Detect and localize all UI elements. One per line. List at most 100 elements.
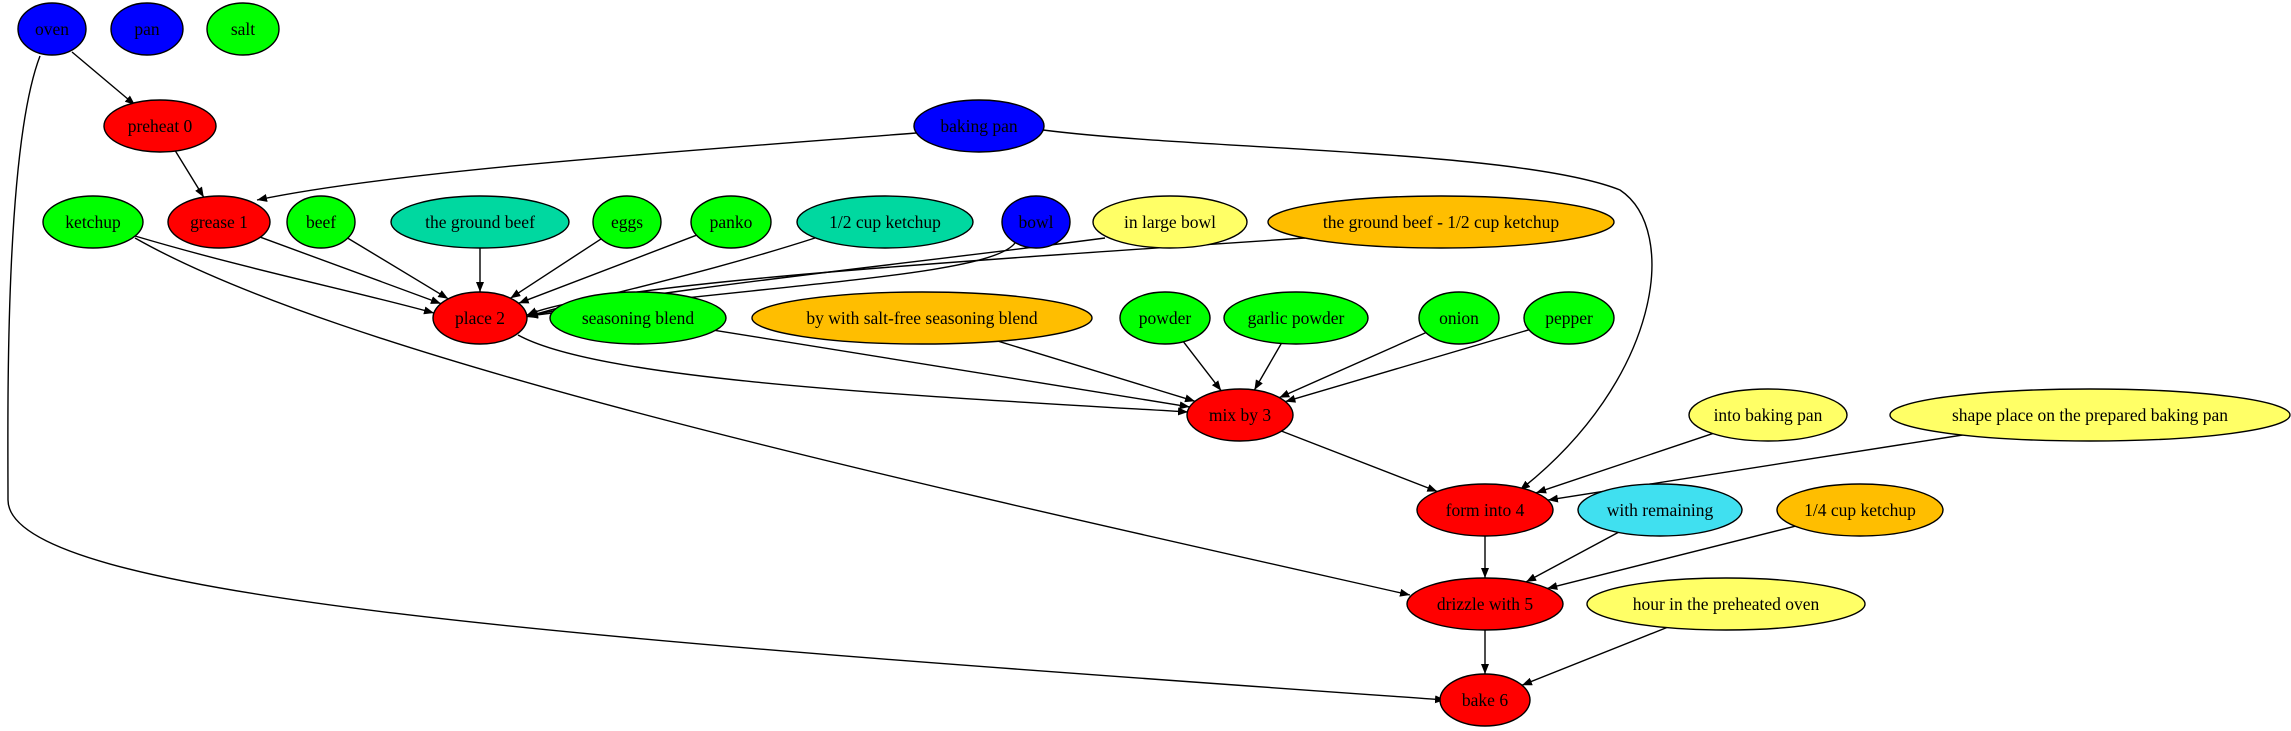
node-shape xyxy=(1418,291,1500,345)
node-bowl: bowl xyxy=(1001,195,1071,249)
edge-preheat0-to-grease1 xyxy=(174,150,205,198)
node-shape xyxy=(1523,291,1615,345)
node-saltfree: by with salt-free seasoning blend xyxy=(751,291,1093,345)
edge-panko-to-place2 xyxy=(518,234,697,304)
edge-grease1-to-place2 xyxy=(260,236,442,305)
node-shape xyxy=(690,195,772,249)
node-label: bowl xyxy=(1019,212,1054,232)
node-drizzlewith5: drizzle with 5 xyxy=(1406,577,1564,631)
node-quartercupketchup: 1/4 cup ketchup xyxy=(1776,483,1944,537)
node-shape xyxy=(1889,388,2291,442)
node-shape xyxy=(42,195,144,249)
node-label: shape place on the prepared baking pan xyxy=(1952,405,2228,425)
node-place2: place 2 xyxy=(432,291,528,345)
node-shape xyxy=(1406,577,1564,631)
edge-onion-to-mixby3 xyxy=(1279,331,1427,399)
node-label: the ground beef - 1/2 cup ketchup xyxy=(1323,212,1559,232)
edge-seasoningblend-to-mixby3 xyxy=(715,329,1190,410)
node-shape xyxy=(1776,483,1944,537)
node-ketchup: ketchup xyxy=(42,195,144,249)
node-label: drizzle with 5 xyxy=(1437,594,1533,614)
node-shape xyxy=(913,99,1045,153)
node-label: form into 4 xyxy=(1446,500,1525,520)
node-label: hour in the preheated oven xyxy=(1633,594,1820,614)
node-label: powder xyxy=(1139,308,1192,328)
node-label: with remaining xyxy=(1607,500,1714,520)
node-label: the ground beef xyxy=(425,212,535,232)
node-label: pepper xyxy=(1545,308,1593,328)
node-forminto4: form into 4 xyxy=(1416,483,1554,537)
node-label: into baking pan xyxy=(1714,405,1823,425)
node-groundbeefketchup: the ground beef - 1/2 cup ketchup xyxy=(1267,195,1615,249)
node-shapeplace: shape place on the prepared baking pan xyxy=(1889,388,2291,442)
edge-bakingpan-to-grease1 xyxy=(256,132,917,202)
node-oven: oven xyxy=(17,2,87,56)
node-inlargebowl: in large bowl xyxy=(1092,195,1248,249)
node-shape xyxy=(1586,577,1866,631)
node-mixby3: mix by 3 xyxy=(1186,388,1294,442)
node-shape xyxy=(549,291,727,345)
edge-mixby3-to-forminto4 xyxy=(1281,430,1438,493)
node-label: baking pan xyxy=(940,116,1018,136)
node-shape xyxy=(167,195,271,249)
nodes-layer: oven pan salt preheat 0 baking pan ketchup gre… xyxy=(17,2,2291,727)
node-label: 1/4 cup ketchup xyxy=(1804,500,1916,520)
node-halfcupketchup: 1/2 cup ketchup xyxy=(796,195,974,249)
node-label: oven xyxy=(35,19,69,39)
edge-hourinoven-to-bake6 xyxy=(1521,626,1668,686)
node-shape xyxy=(110,2,184,56)
node-panko: panko xyxy=(690,195,772,249)
node-groundbeef: the ground beef xyxy=(390,195,570,249)
node-shape xyxy=(592,195,662,249)
node-shape xyxy=(390,195,570,249)
node-label: by with salt-free seasoning blend xyxy=(806,308,1038,328)
node-label: salt xyxy=(231,19,255,39)
node-label: ketchup xyxy=(65,212,121,232)
node-label: in large bowl xyxy=(1124,212,1216,232)
node-onion: onion xyxy=(1418,291,1500,345)
node-label: onion xyxy=(1439,308,1479,328)
edge-quartercupketchup-to-drizzlewith5 xyxy=(1547,525,1796,590)
node-shape xyxy=(1416,483,1554,537)
node-shape xyxy=(206,2,280,56)
node-shape xyxy=(103,99,217,153)
node-shape xyxy=(1119,291,1211,345)
node-label: pan xyxy=(134,19,160,39)
node-seasoningblend: seasoning blend xyxy=(549,291,727,345)
node-shape xyxy=(1092,195,1248,249)
node-label: eggs xyxy=(611,212,643,232)
edge-oven-to-preheat0 xyxy=(71,51,136,106)
node-shape xyxy=(1001,195,1071,249)
node-shape xyxy=(1439,673,1531,727)
node-shape xyxy=(796,195,974,249)
edge-beef-to-place2 xyxy=(347,237,449,300)
edge-powder-to-mixby3 xyxy=(1182,341,1222,392)
node-bake6: bake 6 xyxy=(1439,673,1531,727)
node-label: mix by 3 xyxy=(1209,405,1271,425)
node-preheat0: preheat 0 xyxy=(103,99,217,153)
node-grease1: grease 1 xyxy=(167,195,271,249)
edge-ketchup-to-place2 xyxy=(134,235,435,315)
edge-withremaining-to-drizzlewith5 xyxy=(1525,531,1619,583)
node-intobakingpan: into baking pan xyxy=(1688,388,1848,442)
node-withremaining: with remaining xyxy=(1577,483,1743,537)
node-label: bake 6 xyxy=(1462,690,1508,710)
node-shape xyxy=(1186,388,1294,442)
node-powder: powder xyxy=(1119,291,1211,345)
edge-place2-to-mixby3 xyxy=(517,334,1189,416)
edge-saltfree-to-mixby3 xyxy=(997,340,1196,403)
edge-ketchup-to-drizzlewith5 xyxy=(134,237,1411,597)
node-label: beef xyxy=(306,212,336,232)
node-label: place 2 xyxy=(455,308,505,328)
node-shape xyxy=(1267,195,1615,249)
node-shape xyxy=(1223,291,1369,345)
node-label: garlic powder xyxy=(1248,308,1345,328)
edge-eggs-to-place2 xyxy=(510,238,602,299)
edge-pepper-to-mixby3 xyxy=(1285,329,1530,403)
node-label: seasoning blend xyxy=(582,308,695,328)
node-label: 1/2 cup ketchup xyxy=(829,212,941,232)
edge-oven-to-bake6 xyxy=(7,55,1446,704)
node-label: preheat 0 xyxy=(128,116,193,136)
node-beef: beef xyxy=(286,195,356,249)
